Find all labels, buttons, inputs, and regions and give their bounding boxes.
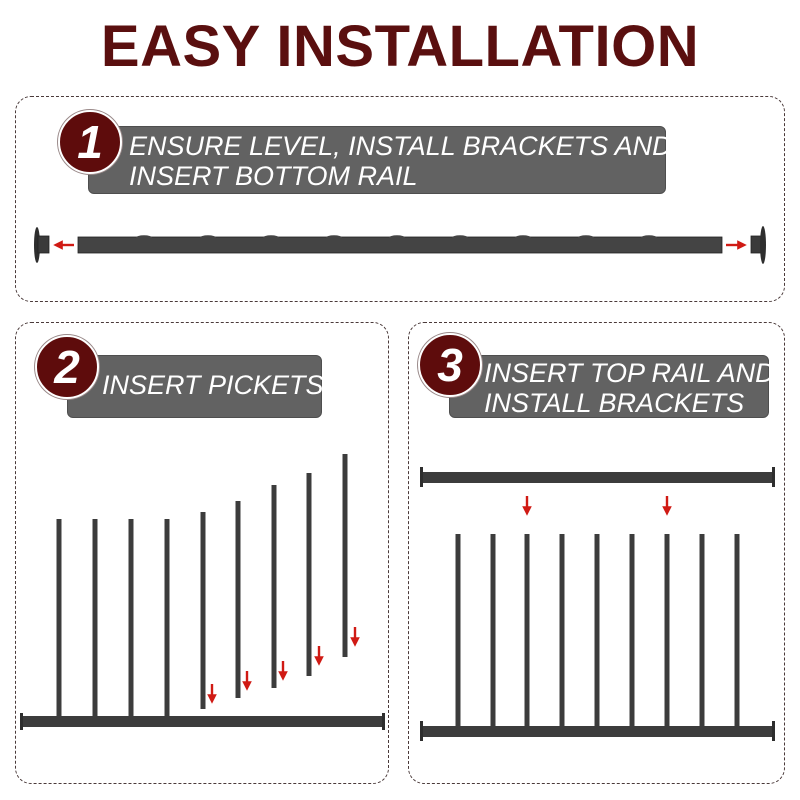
bottom-rail-step-3: [420, 721, 775, 741]
installed-pickets: [56, 519, 170, 717]
step-2-panel: [15, 322, 389, 784]
step-2-illustration: [20, 454, 385, 730]
panel-pickets: [455, 534, 740, 727]
step-2-number-badge: 2: [35, 335, 99, 399]
picket-down-arrow-icons: [207, 627, 360, 704]
left-wall-bracket-icon: [34, 227, 50, 263]
step-3-text-line-2: INSTALL BRACKETS: [484, 388, 745, 418]
step-1-number-badge: 1: [58, 110, 122, 174]
step-3-number-badge: 3: [418, 333, 482, 397]
step-1-banner: ENSURE LEVEL, INSTALL BRACKETS AND INSER…: [88, 126, 672, 194]
step-1-text-line-1: ENSURE LEVEL, INSTALL BRACKETS AND: [129, 131, 672, 161]
step-3-banner: INSERT TOP RAIL AND INSTALL BRACKETS: [449, 355, 775, 418]
step-1-illustration: [34, 226, 766, 264]
step-1-text-line-2: INSERT BOTTOM RAIL: [129, 161, 418, 191]
step-3-text-line-1: INSERT TOP RAIL AND: [484, 358, 775, 388]
step-3-illustration: [420, 467, 775, 741]
top-rail-down-arrow-icons: [522, 496, 672, 516]
top-rail: [420, 467, 775, 487]
step-1-panel: [15, 96, 785, 302]
bottom-rail-step-2: [20, 713, 385, 730]
step-2-banner: INSERT PICKETS: [67, 355, 324, 418]
right-wall-bracket-icon: [750, 226, 766, 264]
inserting-pickets: [200, 454, 348, 709]
step-2-text-line-1: INSERT PICKETS: [102, 370, 324, 400]
step-3-panel: [408, 322, 785, 784]
bottom-rail: [77, 235, 723, 254]
page-title: EASY INSTALLATION: [100, 14, 700, 79]
